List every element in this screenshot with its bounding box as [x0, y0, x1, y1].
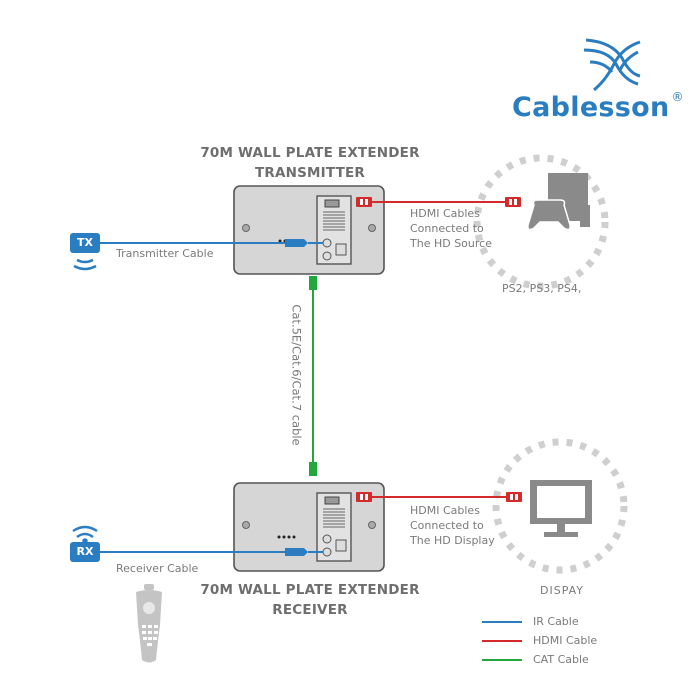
- monitor-icon: [530, 480, 592, 537]
- cat-connector-bottom: [309, 462, 317, 476]
- tx-ir-jack: [285, 239, 308, 247]
- transmitter-title-line2: TRANSMITTER: [254, 165, 366, 181]
- legend-item-hdmi: HDMI Cable: [533, 634, 598, 647]
- receiver-title: 70M WALL PLATE EXTENDER RECEIVER: [200, 580, 420, 620]
- rx-hdmi-label-line2: Connected to: [410, 519, 484, 532]
- rx-hdmi-label-line3: The HD Display: [410, 534, 495, 547]
- tx-hdmi-label-line2: Connected to: [410, 222, 484, 235]
- legend: IR Cable HDMI Cable CAT Cable: [533, 614, 597, 671]
- cat-connector-top: [309, 276, 317, 290]
- transmitter-wall-plate: [233, 185, 385, 275]
- rx-tag: RX: [70, 542, 100, 562]
- brand-name: Cablesson®: [512, 90, 684, 123]
- tx-hdmi-label: HDMI Cables Connected to The HD Source: [410, 206, 492, 251]
- receiver-wall-plate: [233, 482, 385, 572]
- cat-cable-label: Cat.5E/Cat.6/Cat.7 cable: [289, 304, 304, 446]
- transmitter-cable-label: Transmitter Cable: [116, 247, 214, 260]
- legend-item-ir: IR Cable: [533, 615, 579, 628]
- display-dotted-circle: [492, 438, 628, 574]
- receiver-cable-label: Receiver Cable: [116, 562, 199, 575]
- tx-hdmi-plug-left: [356, 197, 372, 207]
- tx-signal-waves-icon: [73, 258, 97, 271]
- tx-hdmi-plug-right: [505, 197, 521, 207]
- tx-hdmi-label-line1: HDMI Cables: [410, 207, 480, 220]
- rx-ir-jack: [285, 548, 308, 556]
- rx-hdmi-plug-left: [356, 492, 372, 502]
- source-dotted-circle: [473, 154, 609, 290]
- receiver-title-line1: 70M WALL PLATE EXTENDER: [200, 582, 420, 598]
- display-caption: DISPAY: [540, 584, 585, 597]
- cablesson-swoosh-icon: [583, 38, 641, 92]
- remote-control-icon: [136, 584, 162, 663]
- rx-hdmi-plug-right: [506, 492, 522, 502]
- source-caption: PS2, PS3, PS4,: [502, 282, 582, 295]
- brand-logo: Cablesson®: [510, 34, 684, 129]
- transmitter-title: 70M WALL PLATE EXTENDER TRANSMITTER: [200, 143, 420, 183]
- rx-hdmi-label-line1: HDMI Cables: [410, 504, 480, 517]
- registered-mark: ®: [671, 90, 684, 104]
- legend-item-cat: CAT Cable: [533, 653, 589, 666]
- rx-signal-waves-icon: [72, 525, 98, 544]
- tx-tag: TX: [70, 233, 100, 253]
- brand-text: Cablesson: [512, 92, 670, 123]
- game-console-icon: [527, 173, 590, 231]
- transmitter-title-line1: 70M WALL PLATE EXTENDER: [200, 145, 420, 161]
- rx-hdmi-label: HDMI Cables Connected to The HD Display: [410, 503, 495, 548]
- receiver-title-line2: RECEIVER: [272, 602, 348, 618]
- tx-hdmi-label-line3: The HD Source: [410, 237, 492, 250]
